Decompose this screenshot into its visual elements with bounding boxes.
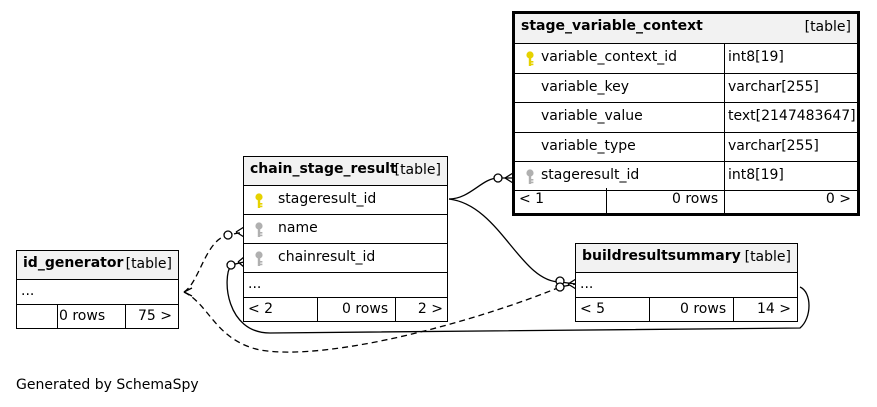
ellipsis-text: ... bbox=[580, 276, 594, 292]
rel-end-crowfoot bbox=[504, 172, 514, 184]
rel-line-stageresult-variable bbox=[448, 177, 513, 200]
table-name: chain_stage_result bbox=[250, 161, 397, 177]
column-row[interactable]: name bbox=[244, 215, 447, 244]
rel-line-stage-buildresult bbox=[448, 198, 577, 285]
column-name: name bbox=[278, 220, 318, 236]
ellipsis-text: ... bbox=[248, 276, 262, 292]
table-header: chain_stage_result [table] bbox=[244, 157, 447, 186]
table-chain-stage-result[interactable]: chain_stage_result [table] stageresult_i… bbox=[243, 156, 448, 322]
foreign-key-icon bbox=[523, 169, 537, 185]
table-footer: < 1 0 rows 0 > bbox=[515, 188, 857, 213]
column-row[interactable]: variable_type varchar[255] bbox=[515, 133, 857, 162]
children-count[interactable]: 75 > bbox=[138, 308, 172, 324]
primary-key-icon bbox=[523, 51, 537, 67]
table-kind: [table] bbox=[125, 256, 172, 272]
table-footer: < 2 0 rows 2 > bbox=[244, 298, 447, 321]
children-count[interactable]: 14 > bbox=[757, 301, 791, 317]
ellipsis-text: ... bbox=[21, 283, 35, 299]
children-count[interactable]: 2 > bbox=[417, 301, 443, 317]
column-name: stageresult_id bbox=[541, 167, 640, 183]
parents-count[interactable]: < 2 bbox=[248, 301, 274, 317]
rel-end-circle bbox=[226, 260, 236, 270]
table-footer: 0 rows 75 > bbox=[17, 305, 178, 328]
column-row[interactable]: variable_value text[2147483647] bbox=[515, 103, 857, 133]
column-type: int8[19] bbox=[728, 49, 784, 65]
rel-end-arrow bbox=[183, 287, 193, 297]
column-row[interactable]: stageresult_id int8[19] bbox=[515, 162, 857, 191]
rel-line-chain-buildresult bbox=[226, 261, 810, 334]
ellipsis-row: ... bbox=[17, 280, 178, 305]
column-type: text[2147483647] bbox=[728, 108, 856, 124]
table-kind: [table] bbox=[744, 249, 791, 265]
table-stage-variable-context[interactable]: stage_variable_context [table] variable_… bbox=[512, 11, 860, 216]
table-buildresultsummary[interactable]: buildresultsummary [table] ... < 5 0 row… bbox=[575, 243, 798, 322]
column-name: variable_key bbox=[541, 79, 629, 95]
column-name: variable_context_id bbox=[541, 49, 678, 65]
foreign-key-icon bbox=[252, 222, 266, 238]
children-count[interactable]: 0 > bbox=[825, 191, 851, 207]
column-row[interactable]: stageresult_id bbox=[244, 186, 447, 215]
column-type: varchar[255] bbox=[728, 138, 819, 154]
table-kind: [table] bbox=[804, 19, 851, 35]
column-row[interactable]: variable_context_id int8[19] bbox=[515, 44, 857, 74]
rel-end-crowfoot bbox=[235, 226, 245, 238]
row-count: 0 rows bbox=[342, 301, 389, 317]
column-name: variable_value bbox=[541, 108, 643, 124]
table-header: stage_variable_context [table] bbox=[515, 14, 857, 44]
column-row[interactable]: chainresult_id bbox=[244, 244, 447, 273]
column-type: int8[19] bbox=[728, 167, 784, 183]
table-id-generator[interactable]: id_generator [table] ... 0 rows 75 > bbox=[16, 250, 179, 329]
table-name: buildresultsummary bbox=[582, 248, 741, 264]
column-name: variable_type bbox=[541, 138, 636, 154]
generated-by-text: Generated by SchemaSpy bbox=[16, 377, 199, 393]
parents-count[interactable]: < 1 bbox=[519, 191, 545, 207]
table-name: id_generator bbox=[23, 255, 124, 271]
table-name: stage_variable_context bbox=[521, 18, 703, 34]
column-name: stageresult_id bbox=[278, 191, 377, 207]
row-count: 0 rows bbox=[59, 308, 106, 324]
column-row[interactable]: variable_key varchar[255] bbox=[515, 74, 857, 103]
row-count: 0 rows bbox=[680, 301, 727, 317]
rel-end-circle bbox=[223, 230, 233, 240]
table-kind: [table] bbox=[394, 162, 441, 178]
table-header: id_generator [table] bbox=[17, 251, 178, 280]
column-type: varchar[255] bbox=[728, 79, 819, 95]
table-header: buildresultsummary [table] bbox=[576, 244, 797, 273]
rel-line-idgen-chain bbox=[183, 231, 245, 293]
rel-end-circle bbox=[555, 282, 565, 292]
table-footer: < 5 0 rows 14 > bbox=[576, 298, 797, 321]
primary-key-icon bbox=[252, 193, 266, 209]
ellipsis-row: ... bbox=[244, 273, 447, 298]
ellipsis-row: ... bbox=[576, 273, 797, 298]
rel-end-circle bbox=[493, 173, 503, 183]
rel-end-crowfoot bbox=[567, 278, 577, 290]
parents-count[interactable]: < 5 bbox=[580, 301, 606, 317]
column-name: chainresult_id bbox=[278, 249, 376, 265]
row-count: 0 rows bbox=[672, 191, 719, 207]
foreign-key-icon bbox=[252, 251, 266, 267]
